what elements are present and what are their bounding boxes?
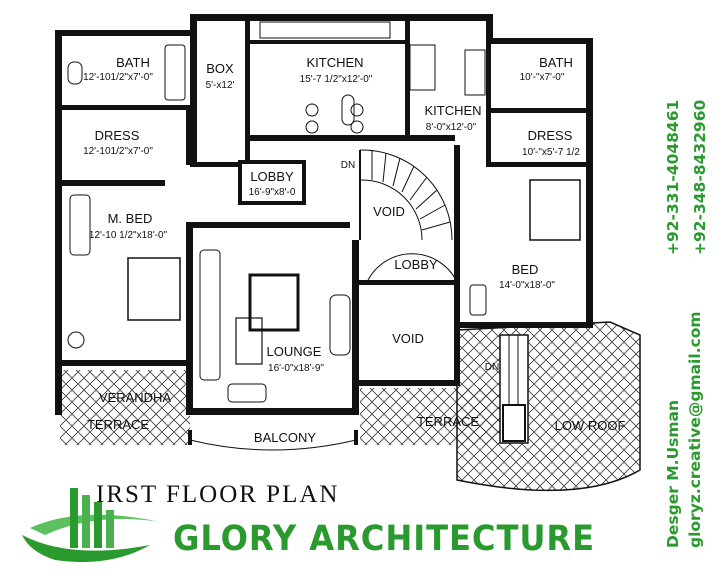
low-roof-name: LOW ROOF xyxy=(555,418,626,433)
lounge-name: LOUNGE xyxy=(267,344,322,359)
dn-label-bottom: DN xyxy=(485,362,499,373)
lobby-top-name: LOBBY xyxy=(250,169,294,184)
glory-logo xyxy=(22,488,160,563)
plan-title: IRST FLOOR PLAN xyxy=(96,481,340,508)
master-bed-size: 12'-10 1/2"x18'-0" xyxy=(89,230,168,241)
bed-name: BED xyxy=(512,262,539,277)
lobby-top-size: 16'-9"x8'-0 xyxy=(249,187,296,198)
contact-email: gloryz.creative@gmail.com xyxy=(686,311,704,548)
master-bed-name: M. BED xyxy=(108,211,153,226)
contact-phone-1: +92-331-4048461 xyxy=(664,99,682,255)
terrace-right-name: TERRACE xyxy=(417,414,479,429)
brand-name: GLORY ARCHITECTURE xyxy=(173,519,596,559)
lobby-top-box-inner xyxy=(242,164,302,201)
lounge-size: 16'-0"x18'-9" xyxy=(268,363,324,374)
terrace-left-hatch xyxy=(60,370,190,445)
dress-right-size: 10'-"x5'-7 1/2 xyxy=(522,147,580,158)
outer-walls xyxy=(55,14,593,415)
void-bottom-name: VOID xyxy=(392,331,424,346)
contact-phone-2: +92-348-8432960 xyxy=(691,99,709,255)
terrace-left-name: TERRACE xyxy=(87,417,149,432)
bath-right-size: 10'-"x7'-0" xyxy=(520,72,565,83)
balcony-curve xyxy=(189,439,357,451)
dn-label-top: DN xyxy=(341,160,355,171)
room-labels: BATH 12'-101/2"x7'-0" DRESS 12'-101/2"x7… xyxy=(83,55,625,445)
void-top-name: VOID xyxy=(373,204,405,219)
designer-credit: Desger M.Usman xyxy=(664,399,682,548)
bath-right-name: BATH xyxy=(539,55,573,70)
kitchen-main-name: KITCHEN xyxy=(306,55,363,70)
curved-stair xyxy=(359,149,457,281)
balcony-name: BALCONY xyxy=(254,430,316,445)
bed-size: 14'-0"x18'-0" xyxy=(499,280,555,291)
kitchen-small-size: 8'-0"x12'-0" xyxy=(426,122,477,133)
lobby-mid-name: LOBBY xyxy=(394,257,438,272)
kitchen-main-size: 15'-7 1/2"x12'-0" xyxy=(300,74,373,85)
kitchen-small-name: KITCHEN xyxy=(424,103,481,118)
box-name: BOX xyxy=(206,61,234,76)
verandha-name: VERANDHA xyxy=(99,390,172,405)
dress-right-name: DRESS xyxy=(528,128,573,143)
bath-left-name: BATH xyxy=(116,55,150,70)
dress-left-size: 12'-101/2"x7'-0" xyxy=(83,146,153,157)
dress-left-name: DRESS xyxy=(95,128,140,143)
exterior-stair xyxy=(499,334,529,444)
bath-left-size: 12'-101/2"x7'-0" xyxy=(83,72,153,83)
box-size: 5'-x12' xyxy=(206,80,235,91)
fixtures xyxy=(67,21,581,403)
low-roof-hatch xyxy=(456,321,641,492)
